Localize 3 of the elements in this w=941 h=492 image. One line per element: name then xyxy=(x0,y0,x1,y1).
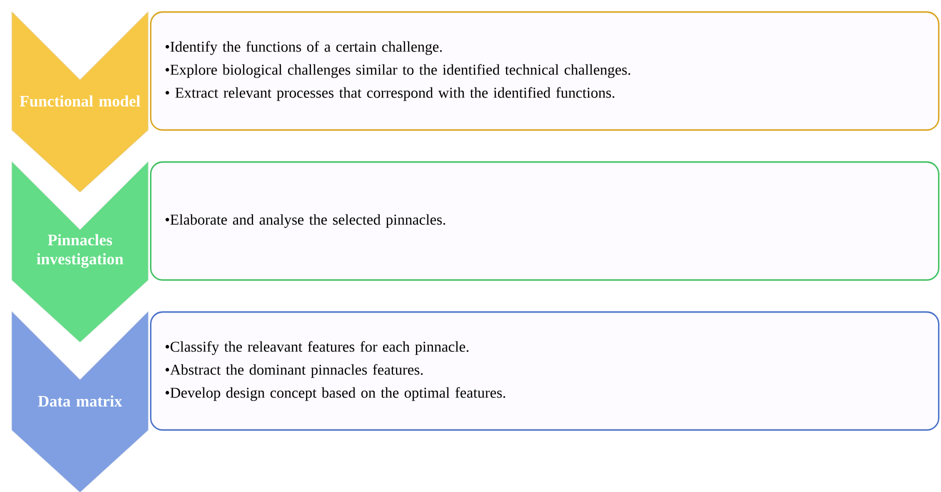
text-box: •Identify the functions of a certain challenge. •Explore biological challenges similar to the identified technical challenges. • Extract relevant processes that correspond with the identified functions. xyxy=(150,11,940,131)
text-box: •Classify the releavant features for each pinnacle. •Abstract the dominant pinnacles features. •Develop design concept based on the optimal features. xyxy=(150,311,940,431)
text-box: •Elaborate and analyse the selected pinnacles. xyxy=(150,161,940,281)
